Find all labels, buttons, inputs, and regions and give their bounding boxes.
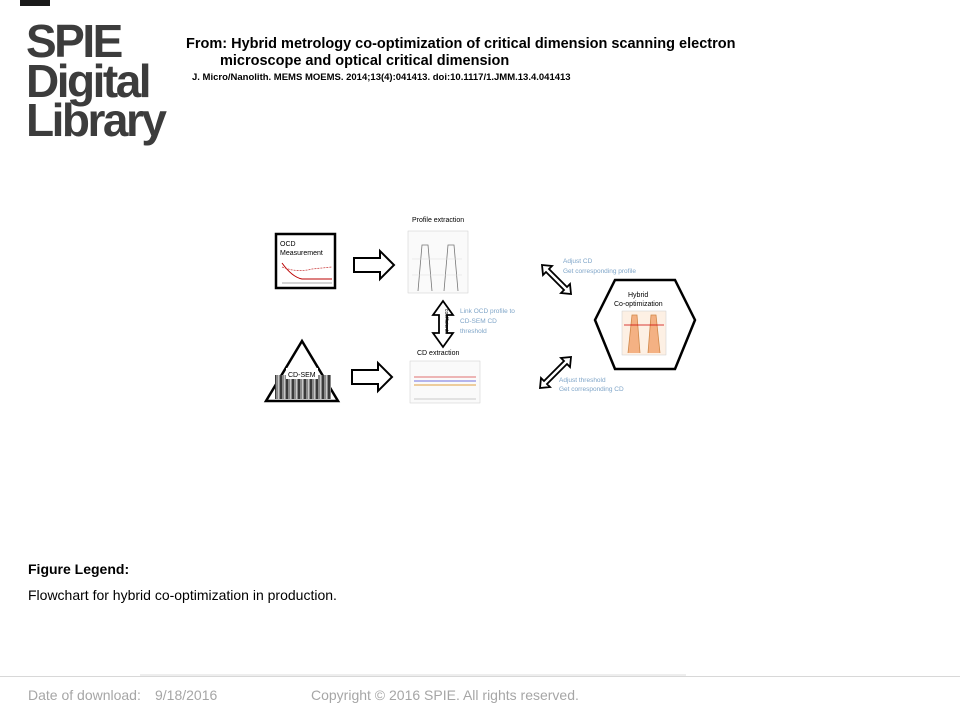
top-bar (20, 0, 50, 6)
double-arrow-diagonal-icon (538, 355, 573, 390)
hybrid-label-1: Hybrid (628, 292, 648, 299)
figure-legend-text: Flowchart for hybrid co-optimization in … (28, 587, 337, 603)
article-title: From: Hybrid metrology co-optimization o… (186, 36, 826, 70)
link-text-2: CD-SEM CD (460, 318, 497, 325)
hybrid-label-2: Co-optimization (614, 301, 663, 308)
footer-divider (0, 676, 960, 677)
arrow-right-icon (351, 360, 394, 394)
logo-line-3: Library (26, 94, 167, 147)
footer-divider-shadow (140, 674, 686, 677)
profile-extraction-label: Profile extraction (412, 217, 464, 224)
link-text-1: Link OCD profile to (460, 308, 515, 315)
cd-sem-label: CD-SEM (288, 372, 316, 379)
double-arrow-vertical-icon: coefficients (431, 299, 455, 349)
cd-sem-triangle: CD-SEM (263, 338, 341, 403)
article-title-line-1: From: Hybrid metrology co-optimization o… (186, 36, 736, 52)
profile-plot (407, 230, 469, 294)
coefficients-label: coefficients (443, 309, 449, 334)
logo-line-2: Digital (26, 54, 152, 107)
ocd-measurement-box: OCD Measurement (274, 232, 337, 290)
logo-line-1: SPIE (26, 15, 123, 67)
adjust-cd-text-2: Get corresponding profile (563, 268, 636, 275)
download-date-label: Date of download: (28, 687, 141, 703)
ocd-label-2: Measurement (280, 250, 323, 257)
article-title-line-2: microscope and optical critical dimensio… (220, 53, 510, 69)
cd-plot (409, 360, 481, 404)
figure-legend-label: Figure Legend: (28, 561, 130, 577)
ocd-label-1: OCD (280, 241, 296, 248)
adjust-threshold-text-2: Get corresponding CD (559, 386, 624, 393)
spie-digital-library-logo[interactable]: SPIE Digital Library (26, 15, 167, 147)
download-date-value: 9/18/2016 (155, 687, 218, 703)
article-citation: J. Micro/Nanolith. MEMS MOEMS. 2014;13(4… (192, 72, 571, 83)
copyright-notice: Copyright © 2016 SPIE. All rights reserv… (311, 687, 579, 703)
adjust-cd-text-1: Adjust CD (563, 258, 593, 265)
adjust-threshold-text-1: Adjust threshold (559, 377, 606, 384)
hybrid-co-optimization-hexagon: Hybrid Co-optimization (593, 278, 697, 371)
flowchart-figure: OCD Measurement CD-SEM Profile extractio… (262, 205, 702, 415)
double-arrow-diagonal-icon (540, 263, 573, 296)
flowchart-svg: OCD Measurement CD-SEM Profile extractio… (263, 217, 697, 404)
link-text-3: threshold (460, 328, 487, 335)
arrow-right-icon (353, 248, 396, 282)
cd-extraction-label: CD extraction (417, 350, 460, 357)
